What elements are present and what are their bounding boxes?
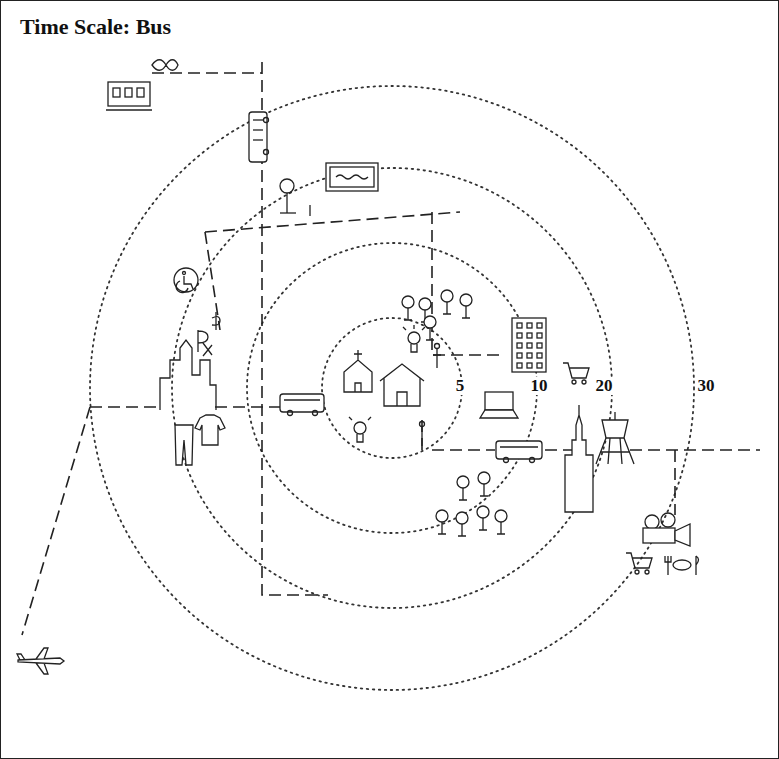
route-line xyxy=(262,62,328,595)
bus-icon xyxy=(249,112,269,162)
route-line xyxy=(432,212,505,355)
bus-icon xyxy=(280,394,324,416)
route-line xyxy=(205,232,220,330)
cart-icon xyxy=(563,363,589,384)
computer-icon xyxy=(480,392,518,418)
water-tower-icon xyxy=(596,412,634,464)
person-icon xyxy=(420,344,442,447)
bus-icon xyxy=(496,441,542,463)
route-line xyxy=(421,420,423,450)
skyscraper-icon xyxy=(565,405,593,512)
cinema-icon xyxy=(643,513,690,546)
ring-minutes-label: 5 xyxy=(454,377,467,396)
ring-minutes-label: 10 xyxy=(529,377,550,396)
church-icon xyxy=(344,350,372,392)
house-icon xyxy=(380,364,424,406)
trees-icon xyxy=(402,290,472,340)
diagram-title: Time Scale: Bus xyxy=(20,14,171,40)
ring-10 xyxy=(247,243,537,533)
icons xyxy=(17,60,699,674)
bulb-icon xyxy=(349,325,425,442)
clothing-icon xyxy=(175,415,225,465)
building-icon xyxy=(512,318,546,372)
airplane-icon xyxy=(17,648,64,674)
accessibility-icon xyxy=(174,268,198,293)
train-icon xyxy=(106,82,152,110)
ring-30 xyxy=(90,86,694,690)
city-icon xyxy=(160,340,216,410)
bus-routes xyxy=(22,62,760,635)
billboard-icon xyxy=(326,163,378,191)
time-rings xyxy=(90,86,694,690)
pharmacy-icon xyxy=(198,312,220,356)
route-line xyxy=(674,450,676,515)
cart-icon xyxy=(626,553,652,574)
ring-minutes-label: 20 xyxy=(594,377,615,396)
ring-5 xyxy=(322,318,462,458)
route-line xyxy=(152,72,262,74)
route-line xyxy=(22,407,90,635)
route-line xyxy=(205,212,460,232)
ring-minutes-label: 30 xyxy=(696,377,717,396)
ring-20 xyxy=(172,168,612,608)
trees-icon xyxy=(436,472,507,536)
route-line xyxy=(432,449,760,451)
route-line xyxy=(90,406,280,408)
restaurant-icon xyxy=(665,556,699,575)
tower-icon xyxy=(280,179,310,216)
infinity-icon xyxy=(152,60,178,71)
